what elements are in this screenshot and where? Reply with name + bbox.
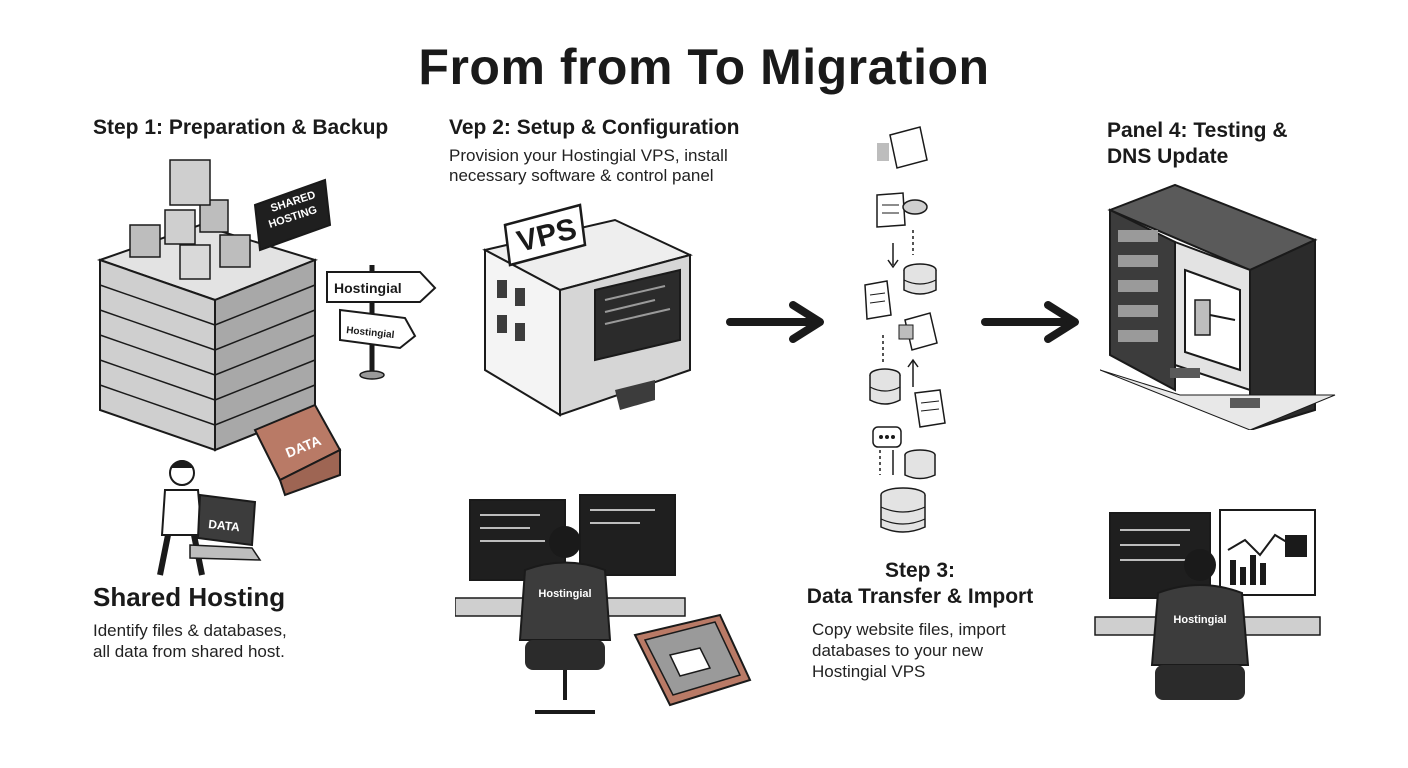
step1-illustration: SHARED HOSTING Hostingial Hostingial DAT… bbox=[96, 159, 437, 576]
step4-heading-line1: Panel 4: Testing & bbox=[1107, 119, 1288, 142]
datacenter-illustration bbox=[1100, 183, 1336, 430]
shirt-label: Hostingial bbox=[538, 588, 591, 600]
shared-hosting-sign: SHARED HOSTING bbox=[253, 178, 332, 252]
step1-heading: Step 1: Preparation & Backup bbox=[93, 116, 389, 139]
database-icon bbox=[869, 368, 901, 405]
step2-desc-line1: Provision your Hostingial VPS, install bbox=[449, 146, 728, 165]
database-icon bbox=[880, 487, 926, 533]
step4-operator-illustration: Hostingial bbox=[1094, 509, 1321, 700]
step3-desc-line3: Hostingial VPS bbox=[812, 662, 926, 681]
signpost-label-bottom: Hostingial bbox=[346, 325, 395, 341]
server-rack-stack bbox=[96, 159, 319, 452]
document-icon bbox=[898, 312, 938, 351]
step4-heading-line2: DNS Update bbox=[1107, 145, 1229, 168]
step1-subtitle: Shared Hosting bbox=[93, 582, 286, 612]
step2-operator-illustration: Hostingial bbox=[455, 494, 752, 714]
data-suitcase-icon: DATA bbox=[253, 403, 342, 497]
database-icon bbox=[903, 263, 937, 295]
signpost: Hostingial Hostingial bbox=[326, 265, 437, 380]
arrow-right-icon-2 bbox=[981, 301, 1079, 343]
step3-desc-line2: databases to your new bbox=[812, 641, 984, 660]
person-with-laptop-icon: DATA bbox=[157, 460, 262, 576]
document-icon bbox=[877, 126, 928, 169]
document-icon bbox=[864, 280, 892, 320]
shirt-label: Hostingial bbox=[1173, 614, 1226, 626]
laptop-screen-label: DATA bbox=[208, 517, 241, 534]
step3-desc-line1: Copy website files, import bbox=[812, 620, 1006, 639]
step2-heading: Vep 2: Setup & Configuration bbox=[449, 116, 740, 139]
signpost-label-top: Hostingial bbox=[334, 280, 402, 296]
open-briefcase-icon bbox=[633, 613, 752, 707]
step2-desc-line2: necessary software & control panel bbox=[449, 166, 714, 185]
document-icon bbox=[876, 192, 928, 228]
data-transfer-flow bbox=[864, 126, 946, 533]
step3-heading-line1: Step 3: bbox=[884, 559, 955, 582]
arrow-right-icon-1 bbox=[726, 301, 824, 343]
document-icon bbox=[914, 389, 946, 428]
step1-desc-line2: all data from shared host. bbox=[93, 642, 285, 661]
page-title: From from To Migration bbox=[418, 39, 990, 95]
step3-heading-line2: Data Transfer & Import bbox=[806, 585, 1034, 608]
chat-bubble-icon bbox=[872, 426, 902, 448]
database-icon bbox=[904, 449, 936, 480]
vps-building-illustration: VPS bbox=[482, 203, 693, 417]
step1-desc-line1: Identify files & databases, bbox=[93, 621, 287, 640]
